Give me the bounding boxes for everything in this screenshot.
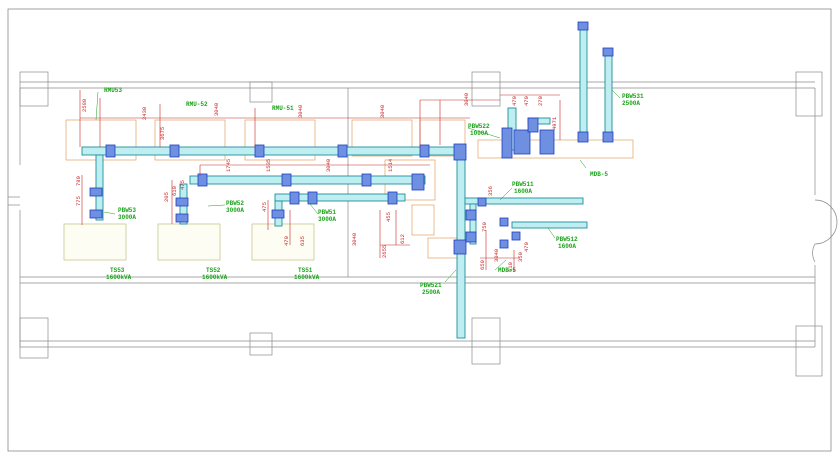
dim-30: 650 xyxy=(479,260,486,270)
dim-3: 3675 xyxy=(159,127,166,140)
dim-28: 356 xyxy=(487,186,494,196)
dim-19: 635 xyxy=(299,236,306,246)
label-pbw52-rating: 3000A xyxy=(226,207,244,214)
dim-24: 470 xyxy=(511,96,518,106)
dim-12: 780 xyxy=(75,176,82,186)
dim-9: 1535 xyxy=(265,159,272,172)
dim-10: 3040 xyxy=(325,159,332,172)
transformer-ts53 xyxy=(63,223,127,261)
label-rmu51: RMU-51 xyxy=(272,105,294,112)
label-pbw51: PBW51 xyxy=(318,209,336,216)
dim-29: 750 xyxy=(481,222,488,232)
dim-8: 1745 xyxy=(225,159,232,172)
label-rmu52: RMU-52 xyxy=(186,101,208,108)
building-walls xyxy=(8,71,838,377)
dim-20: 2655 xyxy=(381,245,388,258)
label-mdb5-low: MDB-5 xyxy=(498,267,516,274)
transformers xyxy=(63,223,315,261)
dim-11: 1514 xyxy=(387,158,394,172)
dim-17: 475 xyxy=(261,202,268,212)
label-ts51-rating: 1600kVA xyxy=(294,274,320,281)
busway-nodes xyxy=(89,21,614,255)
label-pbw522-rating: 1000A xyxy=(470,130,488,137)
dimension-lines xyxy=(79,90,561,272)
label-ts53-rating: 1600kVA xyxy=(106,274,132,281)
dim-27: 3040 xyxy=(493,249,500,262)
label-ts52: TS52 xyxy=(206,267,221,274)
label-mdb5-top: MDB-5 xyxy=(590,171,608,178)
dim-1: 2580 xyxy=(81,99,88,112)
label-pbw531-rating: 2500A xyxy=(622,100,640,107)
label-pbw51-rating: 3000A xyxy=(318,216,336,223)
dim-21: 3040 xyxy=(351,233,358,246)
dim-7: 3040 xyxy=(463,93,470,106)
label-pbw512: PBW512 xyxy=(556,236,578,243)
drawing-frame xyxy=(7,8,832,452)
label-pbw511: PBW511 xyxy=(512,181,534,188)
dim-15: 610 xyxy=(171,186,178,196)
label-ts51: TS51 xyxy=(298,267,313,274)
transformer-ts51 xyxy=(251,223,315,261)
dim-22: 455 xyxy=(385,212,392,222)
dim-4: 3040 xyxy=(213,103,220,116)
dim-5: 3040 xyxy=(297,105,304,118)
label-rmu53: RMU53 xyxy=(104,87,122,94)
label-pbw522: PBW522 xyxy=(468,123,490,130)
label-leaders xyxy=(95,89,621,283)
label-pbw521: PBW521 xyxy=(420,282,442,289)
label-pbw521-rating: 2500A xyxy=(422,289,440,296)
dim-26: 270 xyxy=(537,96,544,106)
transformer-ts52 xyxy=(157,223,221,261)
dim-23: 612 xyxy=(399,234,406,244)
dim-13: 775 xyxy=(75,196,82,206)
label-pbw53-rating: 3000A xyxy=(118,214,136,221)
dim-25: 470 xyxy=(523,96,530,106)
busway-runs xyxy=(81,23,613,339)
label-pbw512-rating: 1600A xyxy=(558,243,576,250)
dim-14: 205 xyxy=(163,192,170,202)
dim-2: 2430 xyxy=(141,107,148,120)
dim-6: 3040 xyxy=(379,105,386,118)
dim-34: 4971 xyxy=(551,116,558,130)
dim-33: 470 xyxy=(523,242,530,252)
label-pbw531: PBW531 xyxy=(622,93,644,100)
label-ts53: TS53 xyxy=(110,267,125,274)
label-pbw511-rating: 1600A xyxy=(514,188,532,195)
dim-32: 610 xyxy=(507,262,514,272)
label-pbw53: PBW53 xyxy=(118,207,136,214)
dim-16: 475 xyxy=(179,180,186,190)
dim-31: 350 xyxy=(517,252,524,262)
label-ts52-rating: 1600kVA xyxy=(202,274,228,281)
switchgear-lineup xyxy=(65,119,634,259)
dim-18: 470 xyxy=(283,236,290,246)
label-pbw52: PBW52 xyxy=(226,200,244,207)
